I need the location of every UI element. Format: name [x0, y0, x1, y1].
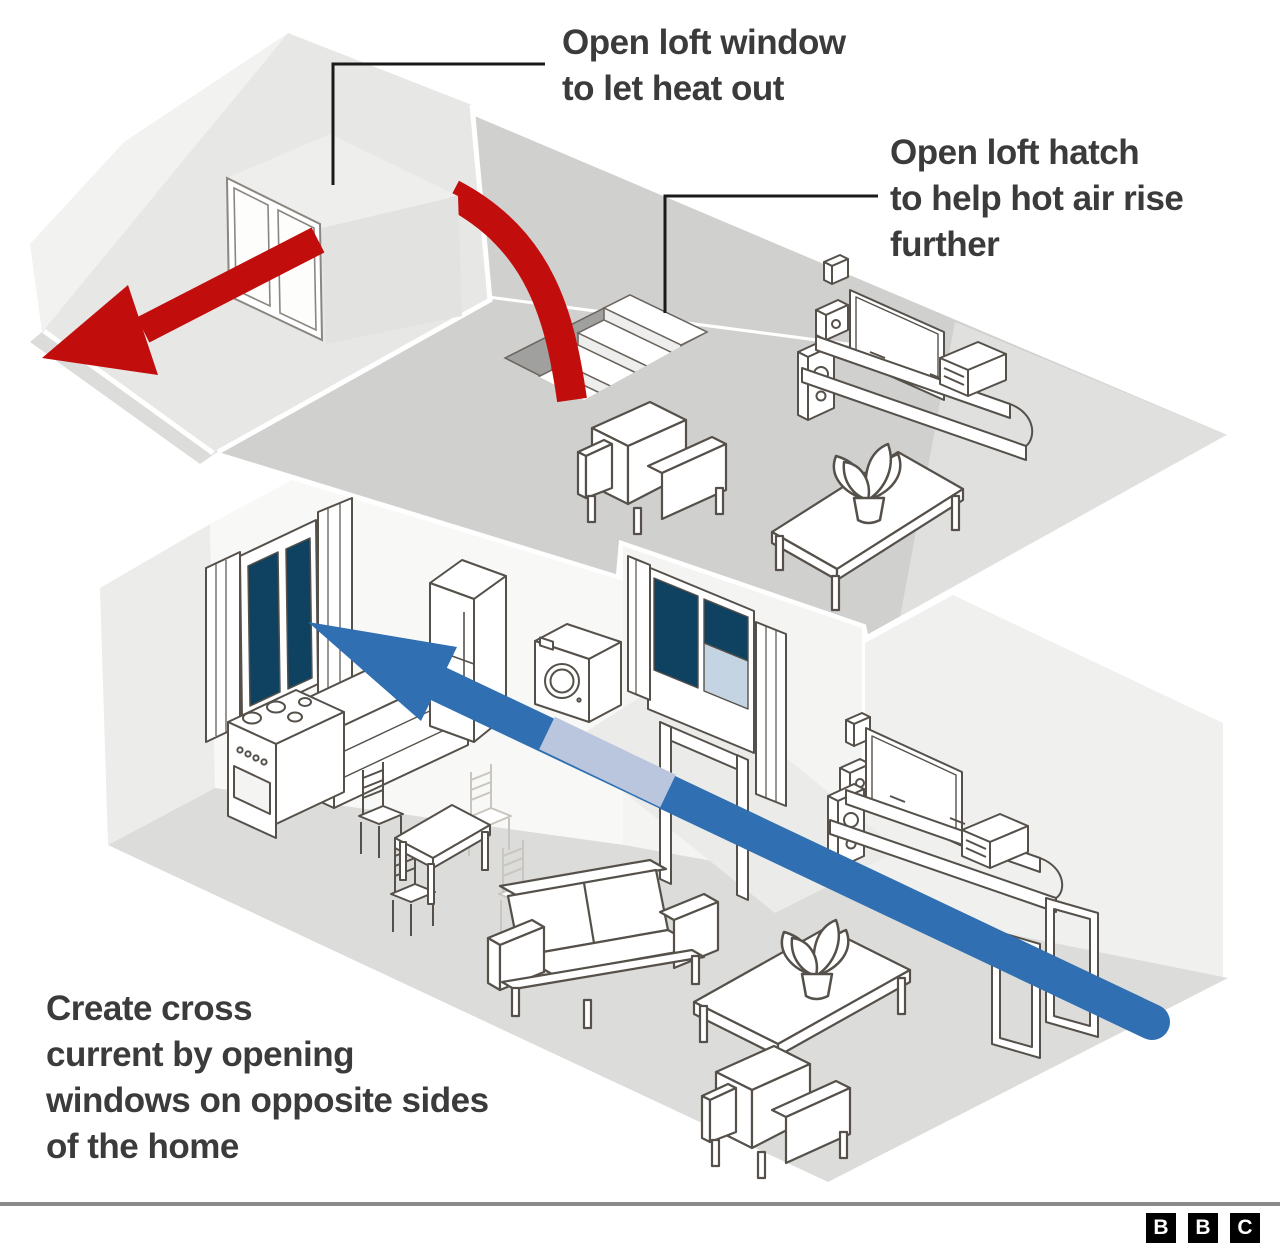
- leader-lines: [333, 64, 878, 313]
- leader-loft-hatch: [665, 196, 878, 313]
- annotation-line: Open loft window: [562, 23, 846, 62]
- bbc-logo-block: B: [1188, 1213, 1218, 1243]
- loft-tv-unit: [798, 255, 1032, 460]
- airflow-arrow: [308, 622, 1152, 1022]
- airflow-arrow-hidden-segment: [547, 733, 668, 791]
- annotation-line: of the home: [46, 1127, 239, 1166]
- hall-door-frame: [660, 722, 748, 900]
- leader-loft-window: [333, 64, 545, 185]
- annotation-line: to let heat out: [562, 69, 784, 108]
- bbc-logo: B B C: [1146, 1213, 1260, 1243]
- airflow-arrow-head: [308, 622, 457, 721]
- annotation-line: current by opening: [46, 1035, 354, 1074]
- washing-machine: [535, 624, 621, 722]
- wall-right-block: [865, 595, 1223, 980]
- sofa: [488, 860, 718, 1028]
- annotation-line: to help hot air rise: [890, 179, 1184, 218]
- roof-cut-gap: [218, 105, 490, 452]
- annotation-loft-hatch: Open loft hatch to help hot air rise fur…: [890, 130, 1184, 268]
- living-tv-unit: [828, 713, 1062, 912]
- dining-set: [358, 761, 544, 937]
- annotation-loft-window: Open loft window to let heat out: [562, 20, 846, 112]
- annotation-cross-current: Create cross current by opening windows …: [46, 986, 489, 1170]
- bbc-logo-block: C: [1230, 1213, 1260, 1243]
- footer-divider: [0, 1202, 1280, 1206]
- annotation-line: Create cross: [46, 989, 253, 1028]
- hall-window: [628, 556, 786, 806]
- living-coffee-table: [694, 928, 910, 1088]
- wall-left: [100, 524, 215, 845]
- loft-level: [30, 33, 1232, 641]
- heat-arrow-head: [42, 285, 158, 375]
- ground-level: [100, 480, 1228, 1182]
- dining-table: [395, 805, 490, 904]
- bbc-logo-block: B: [1146, 1213, 1176, 1243]
- heat-arrow-arc: [452, 194, 572, 400]
- annotation-line: windows on opposite sides: [46, 1081, 489, 1120]
- floor-main: [108, 788, 1228, 1182]
- annotation-line: Open loft hatch: [890, 133, 1140, 172]
- heat-arrow-shaft: [143, 240, 318, 330]
- annotation-line: further: [890, 225, 1000, 264]
- stove: [228, 690, 344, 838]
